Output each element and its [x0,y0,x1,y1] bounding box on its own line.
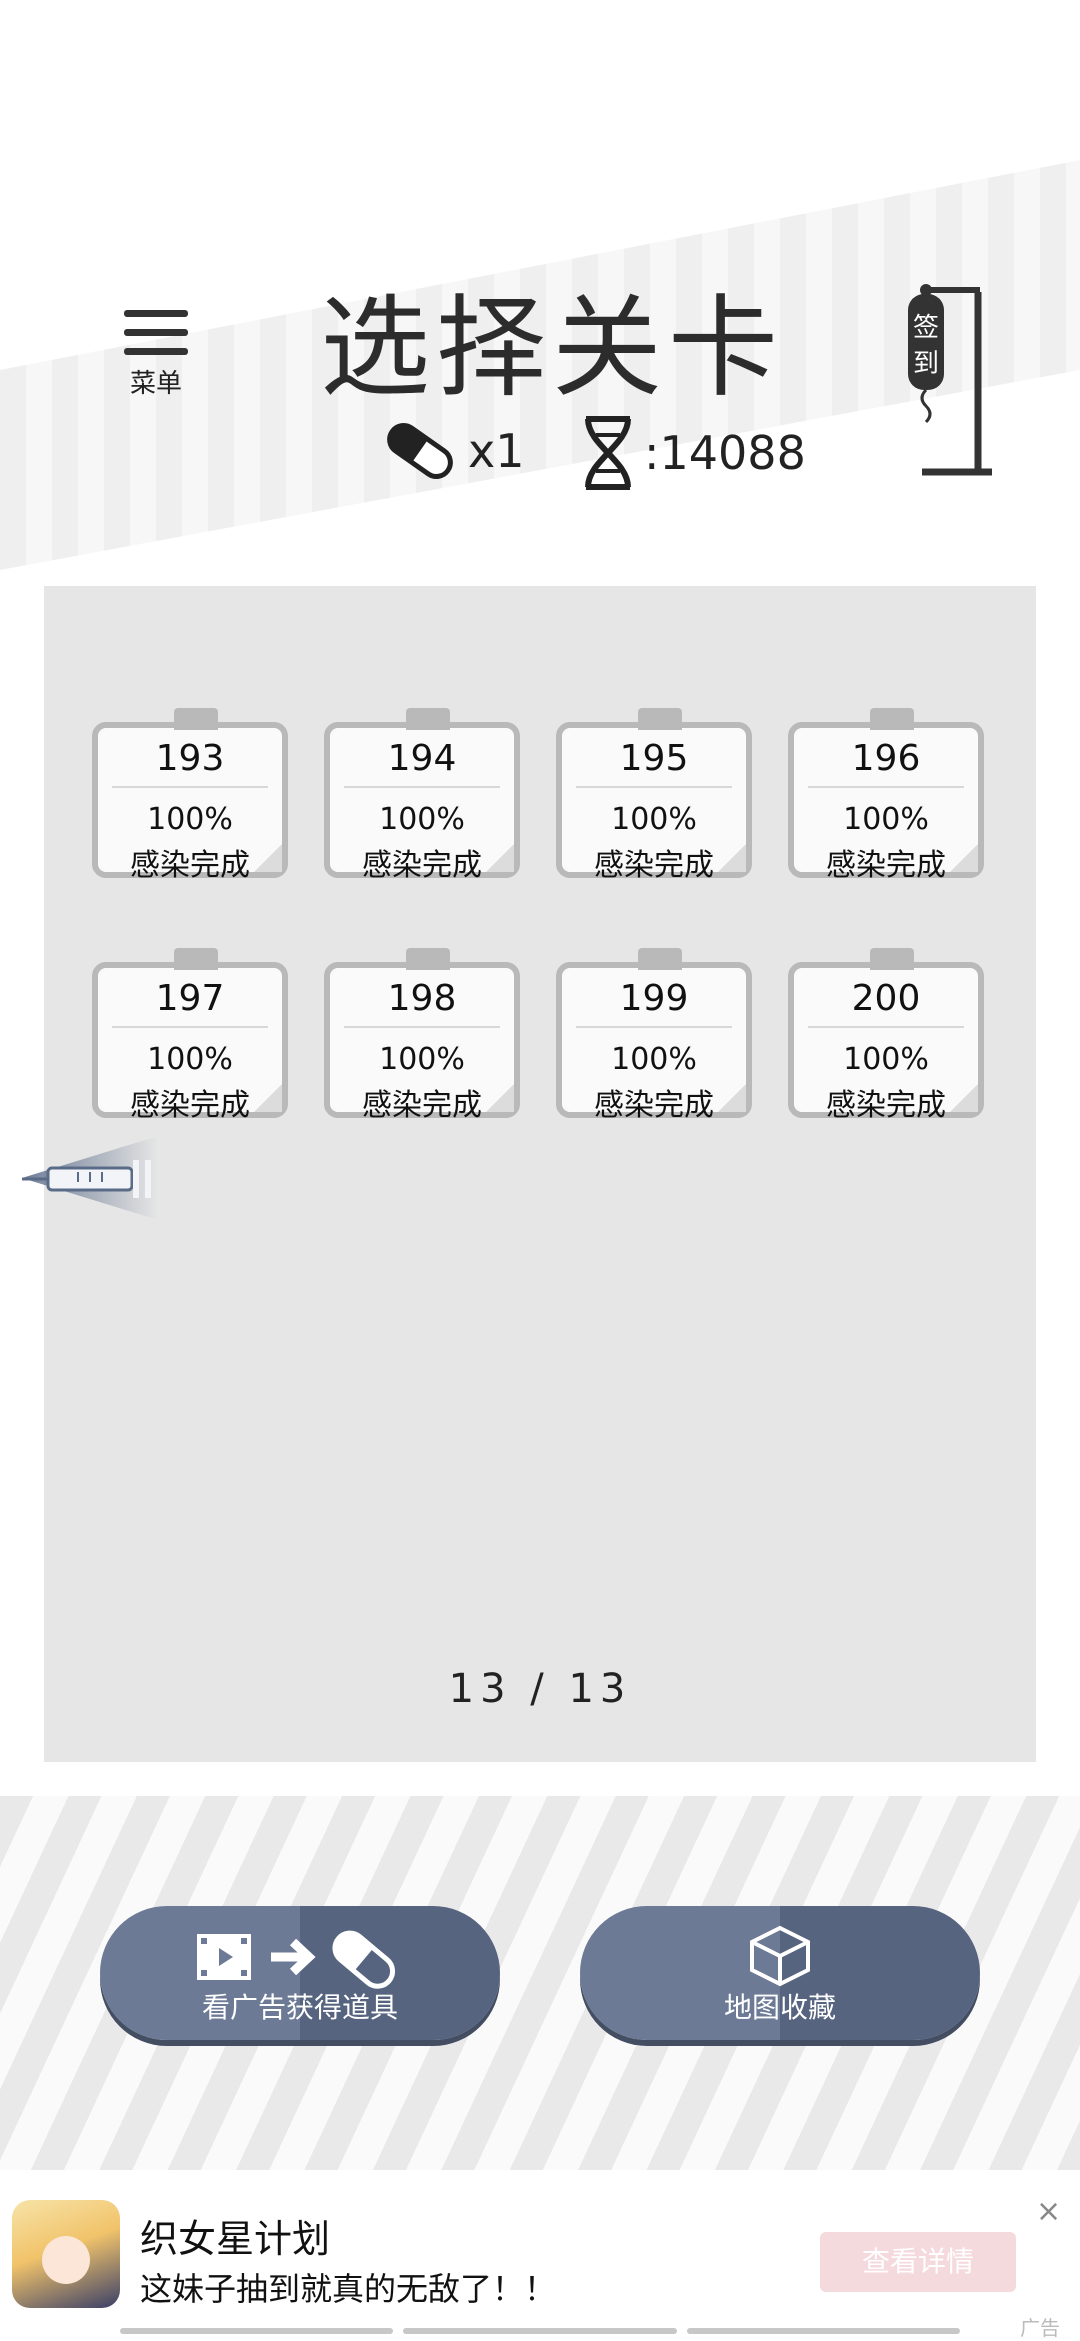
ad-slogan: 这妹子抽到就真的无敌了！！ [140,2270,557,2308]
signin-char-1: 签 [913,313,939,343]
page-fold-icon [718,844,746,872]
film-to-pill-icon [197,1930,396,1989]
level-number: 198 [387,978,457,1019]
clipboard-clip-icon [638,948,682,970]
level-card-200[interactable]: 200 100% 感染完成 [788,948,984,1123]
level-percent: 100% [147,802,233,837]
level-percent: 100% [843,1042,929,1077]
clipboard-clip-icon [174,948,218,970]
level-status: 感染完成 [130,848,250,883]
level-status: 感染完成 [130,1088,250,1123]
page-indicator: 13 / 13 [448,1666,632,1712]
page-fold-icon [950,844,978,872]
ad-tag: 广告 [1020,2316,1060,2340]
dna-points: :14088 [644,426,806,480]
map-collection-label: 地图收藏 [723,1991,836,2024]
hamburger-icon [120,310,192,355]
clipboard-clip-icon [638,708,682,730]
level-card-195[interactable]: 195 100% 感染完成 [556,708,752,883]
pill-icon [387,423,453,479]
pill-counter: x1 [380,415,525,487]
level-percent: 100% [843,802,929,837]
level-status: 感染完成 [594,1088,714,1123]
watch-ad-button[interactable]: 看广告获得道具 [100,1906,500,2040]
close-icon[interactable]: × [1036,2194,1062,2229]
signin-button[interactable]: 签 到 [900,280,1000,480]
level-status: 感染完成 [594,848,714,883]
ad-avatar [12,2200,120,2308]
menu-button[interactable]: 菜单 [120,310,192,400]
level-card-196[interactable]: 196 100% 感染完成 [788,708,984,883]
syringe-cursor[interactable] [18,1130,158,1220]
ad-progress-bar [120,2328,960,2334]
level-percent: 100% [379,802,465,837]
page-fold-icon [486,1084,514,1112]
level-number: 193 [155,738,225,779]
page-fold-icon [254,844,282,872]
page-fold-icon [718,1084,746,1112]
level-number: 197 [155,978,225,1019]
level-number: 200 [851,978,921,1019]
dna-icon [585,416,631,490]
menu-label: 菜单 [129,369,182,399]
level-card-194[interactable]: 194 100% 感染完成 [324,708,520,883]
level-card-199[interactable]: 199 100% 感染完成 [556,948,752,1123]
iv-drip-icon: 签 到 [908,284,992,476]
level-number: 199 [619,978,689,1019]
ad-banner[interactable]: 织女星计划 这妹子抽到就真的无敌了！！ 查看详情 × 广告 [0,2170,1080,2340]
clipboard-clip-icon [406,948,450,970]
clipboard-clip-icon [174,708,218,730]
pill-count: x1 [468,424,525,478]
clipboard-clip-icon [870,708,914,730]
page-fold-icon [254,1084,282,1112]
level-status: 感染完成 [362,848,482,883]
syringe-icon [22,1136,158,1220]
page-fold-icon [486,844,514,872]
page-fold-icon [950,1084,978,1112]
ad-details-button[interactable]: 查看详情 [820,2232,1016,2292]
map-collection-button[interactable]: 地图收藏 [580,1906,980,2040]
level-card-198[interactable]: 198 100% 感染完成 [324,948,520,1123]
level-percent: 100% [379,1042,465,1077]
level-status: 感染完成 [826,1088,946,1123]
level-card-193[interactable]: 193 100% 感染完成 [92,708,288,883]
level-status: 感染完成 [826,848,946,883]
level-status: 感染完成 [362,1088,482,1123]
level-number: 196 [851,738,921,779]
ad-app-name: 织女星计划 [140,2217,331,2261]
signin-char-2: 到 [913,349,939,379]
level-percent: 100% [611,1042,697,1077]
level-percent: 100% [147,1042,233,1077]
clipboard-clip-icon [870,948,914,970]
page-title: 选择关卡 [320,284,784,412]
watch-ad-label: 看广告获得道具 [201,1991,398,2024]
dna-counter: :14088 [580,415,806,491]
level-percent: 100% [611,802,697,837]
clipboard-clip-icon [406,708,450,730]
level-board: 193 100% 感染完成 194 100% 感染完成 195 100% 感染完… [44,586,1036,1762]
level-number: 195 [619,738,689,779]
level-card-197[interactable]: 197 100% 感染完成 [92,948,288,1123]
cube-icon [750,1925,810,1987]
level-number: 194 [387,738,457,779]
